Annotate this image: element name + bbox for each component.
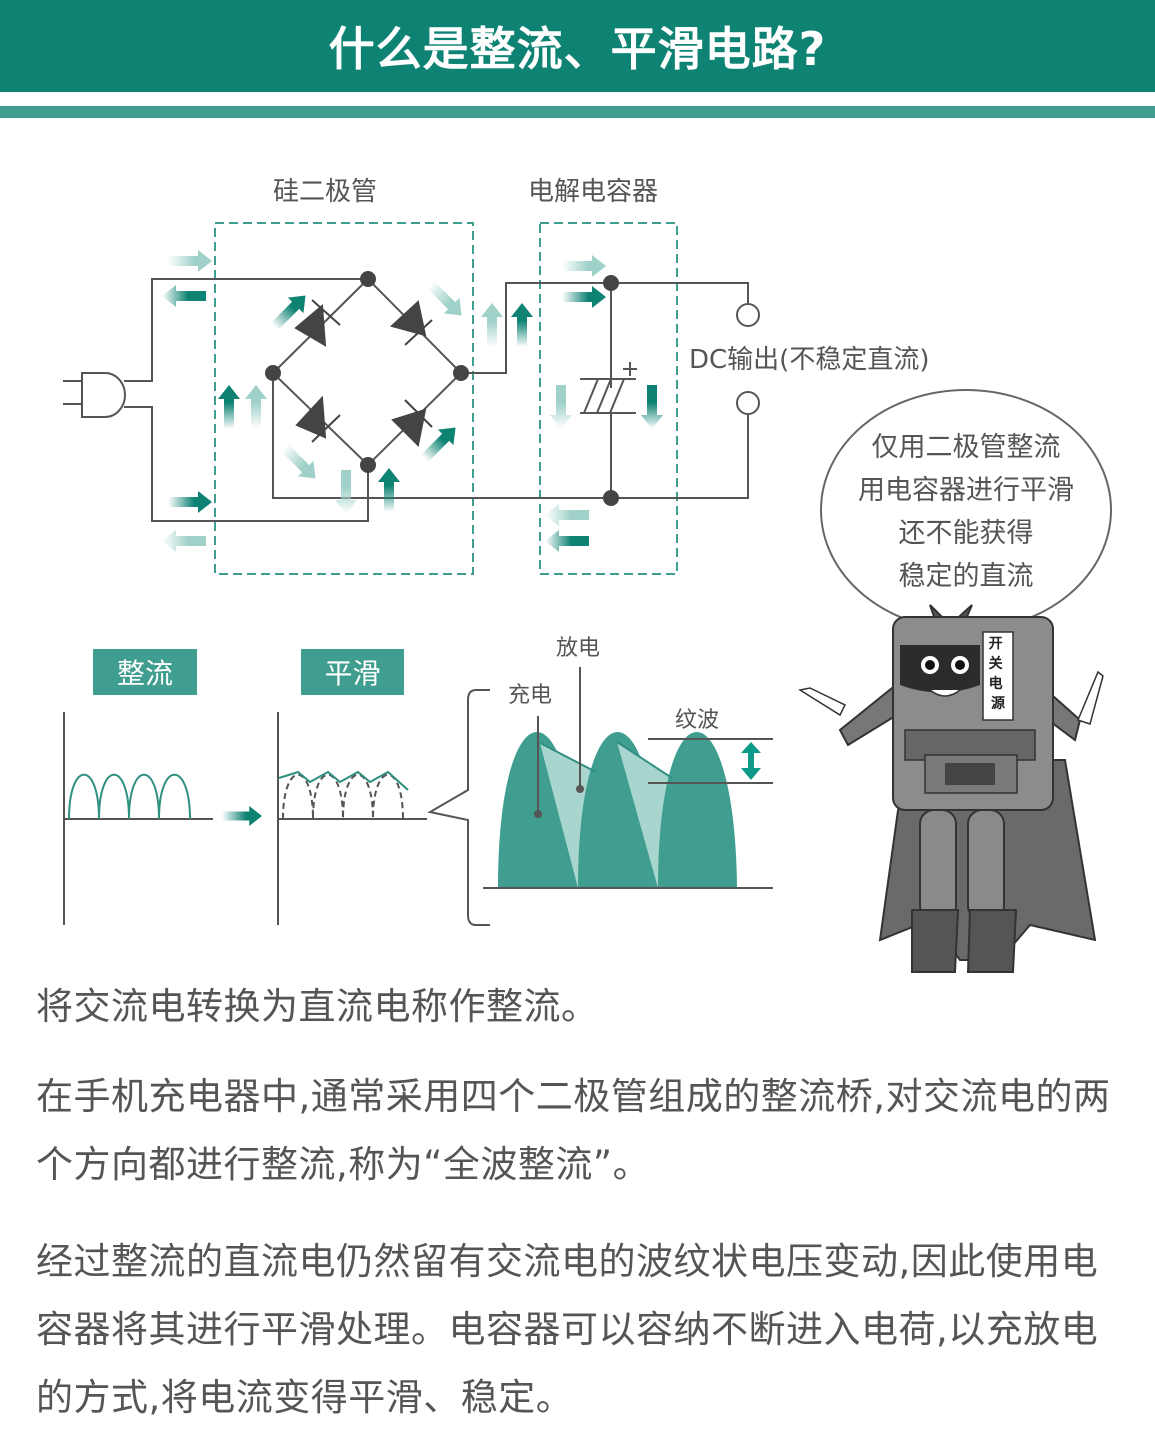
current-arrow-icon [162, 530, 206, 552]
speech-line: 还不能获得 [898, 518, 1034, 549]
header-stripe [0, 106, 1155, 118]
mascot-illustration: 开 关 电 源 [798, 604, 1104, 973]
current-arrow-icon [416, 419, 464, 467]
diode-icon [391, 399, 433, 448]
current-arrow-icon [550, 385, 572, 429]
current-arrow-icon [545, 530, 589, 552]
current-arrow-icon [168, 250, 212, 272]
current-arrow-icon [168, 491, 212, 513]
title-banner: 什么是整流、平滑电路? [0, 0, 1155, 92]
ripple-detail: 充电 放电 纹波 [483, 636, 773, 889]
mascot-badge [982, 631, 1014, 721]
diode-icon [295, 395, 341, 443]
current-arrow-icon [481, 303, 503, 347]
page-title: 什么是整流、平滑电路? [328, 22, 827, 76]
current-arrow-icon [162, 285, 206, 307]
rectify-tag: 整流 [93, 649, 197, 695]
current-arrow-icon [335, 470, 357, 514]
charge-label: 充电 [508, 683, 552, 708]
badge-char: 源 [991, 695, 1005, 712]
diode-box [214, 222, 474, 575]
rectify-graph [63, 712, 213, 925]
current-arrow-icon [378, 468, 400, 512]
smooth-tag: 平滑 [301, 649, 404, 695]
plug-icon [63, 372, 126, 418]
speech-line: 稳定的直流 [898, 561, 1034, 592]
current-arrow-icon [641, 385, 663, 429]
rectified-wave [68, 774, 191, 820]
ripple-height-arrow-icon [741, 742, 761, 780]
current-arrow-icon [562, 286, 606, 308]
diode-icon [389, 300, 433, 346]
badge-char: 开 [989, 636, 1003, 652]
capacitor-box-label: 电解电容器 [528, 177, 658, 207]
capacitor-box [539, 222, 678, 575]
zoom-bracket [427, 689, 490, 926]
paragraph-full-wave: 在手机充电器中,通常采用四个二极管组成的整流桥,对交流电的两个方向都进行整流,称… [36, 1075, 1111, 1186]
discharge-label: 放电 [556, 636, 600, 661]
wires [124, 277, 749, 522]
current-arrow-icon [276, 439, 324, 487]
junction-nodes [265, 271, 619, 506]
smoothed-wave [278, 770, 409, 791]
output-terminal-icons [736, 303, 760, 415]
current-arrow-icon [562, 255, 606, 277]
speech-line: 仅用二极管整流 [871, 432, 1061, 463]
badge-char: 关 [989, 655, 1003, 672]
ripple-label: 纹波 [675, 708, 719, 733]
speech-line: 用电容器进行平滑 [858, 475, 1074, 506]
smooth-graph [277, 712, 427, 925]
badge-char: 电 [989, 675, 1003, 692]
speech-bubble-text: 仅用二极管整流 用电容器进行平滑 还不能获得 稳定的直流 [835, 426, 1097, 598]
mascot-badge-text: 开 关 电 源 [989, 636, 1008, 712]
current-arrow-icon [545, 504, 589, 526]
next-step-arrow-icon [222, 806, 262, 826]
current-arrows [162, 250, 663, 552]
capacitor-icon [580, 362, 637, 414]
paragraph-smoothing: 经过整流的直流电仍然留有交流电的波纹状电压变动,因此使用电容器将其进行平滑处理。… [36, 1240, 1099, 1419]
current-arrow-icon [422, 276, 470, 324]
current-arrow-icon [511, 303, 533, 347]
dc-output-label: DC输出(不稳定直流) [689, 345, 929, 375]
diode-icons [294, 299, 433, 448]
output-terminal-icon [736, 391, 760, 415]
diode-box-label: 硅二极管 [273, 177, 377, 207]
current-arrow-icon [218, 385, 240, 429]
diode-icon [294, 299, 341, 347]
current-arrow-icon [245, 385, 267, 429]
output-terminal-icon [736, 303, 760, 327]
paragraph-rectify-definition: 将交流电转换为直流电称作整流。 [36, 985, 599, 1028]
